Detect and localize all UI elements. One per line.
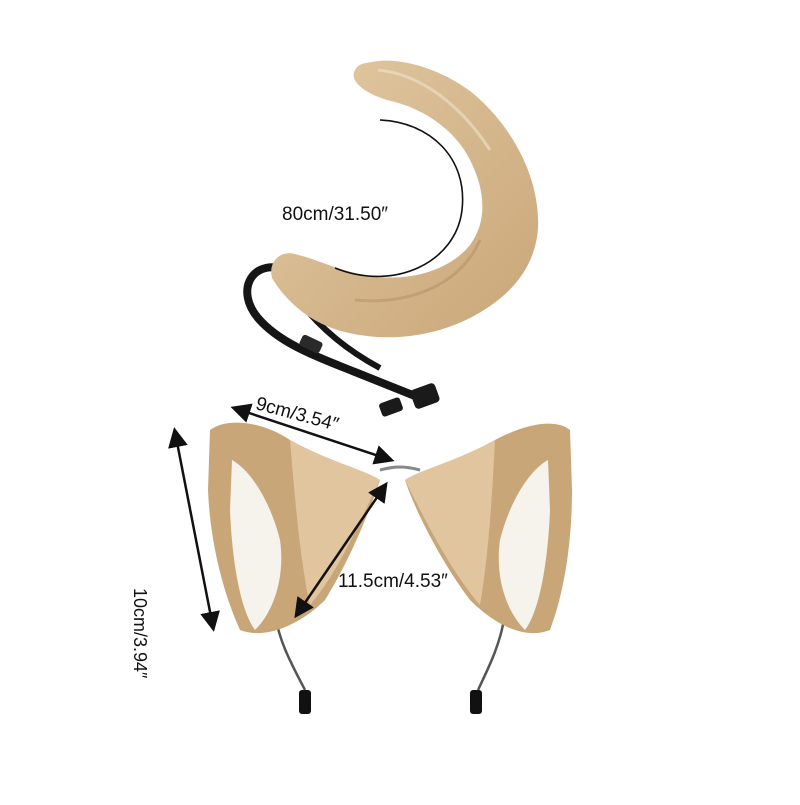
- ear-height-arrow: [168, 427, 220, 632]
- ear-width-arrow: [230, 403, 395, 465]
- ear-diagonal-arrow: [294, 481, 388, 619]
- right-ear: [405, 423, 572, 634]
- buckle-female: [410, 383, 440, 409]
- tail: [271, 60, 539, 338]
- tail-length-label: 80cm/31.50″: [282, 204, 389, 225]
- tail-length-arc: [334, 119, 464, 278]
- buckle-male: [379, 397, 403, 417]
- ear-diagonal-label: 11.5cm/4.53″: [338, 571, 448, 592]
- left-ear: [208, 422, 380, 634]
- ear-height-label: 10cm/3.94″: [130, 588, 150, 679]
